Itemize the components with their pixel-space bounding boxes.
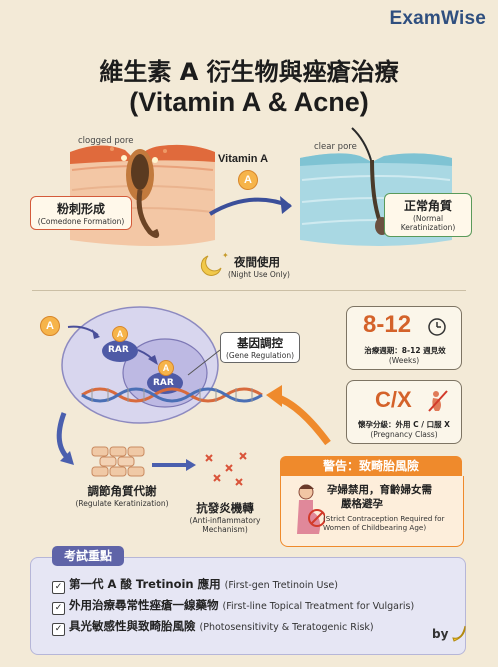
inflammation-x-marks [205, 452, 247, 486]
vitamin-a-bound: A [158, 360, 174, 376]
regulate-keratinization-title: 調節角質代謝 [87, 484, 157, 498]
moon-star-icon: ✦ [200, 251, 229, 276]
dna-helix [81, 387, 263, 403]
warning-box: 孕婦禁用，育齡婦女需 嚴格避孕 (Strict Contraception Re… [280, 476, 464, 547]
pregnancy-class-value: C/X [375, 387, 412, 412]
pregnancy-class-zh: 懷孕分級：外用 C / 口服 X [358, 420, 450, 429]
vitamin-a-molecule: A [40, 316, 60, 336]
exam-item-3-zh: 具光敏感性與致畸胎風險 [69, 619, 196, 633]
pregnancy-class-card: C/X 懷孕分級：外用 C / 口服 X (Pregnancy Class) [346, 380, 462, 444]
svg-text:✦: ✦ [222, 251, 229, 260]
exam-item-1-zh: 第一代 A 酸 Tretinoin 應用 [69, 577, 221, 591]
exam-item-2: ✓ 外用治療尋常性痤瘡一線藥物 (First-line Topical Treat… [52, 597, 414, 615]
page-title-zh: 維生素 A 衍生物與痤瘡治療 [99, 58, 399, 86]
duration-zh: 治療週期：8-12 週見效 [364, 346, 446, 355]
gene-regulation-en: (Gene Regulation) [225, 351, 295, 360]
pregnant-woman-icon [297, 484, 325, 534]
comedone-formation-box: 粉刺形成 (Comedone Formation) [30, 196, 132, 231]
exam-points-tag: 考試重點 [52, 546, 124, 566]
comedone-formation-en: (Comedone Formation) [37, 217, 125, 226]
clogged-pore-label: clogged pore [78, 136, 134, 146]
vitamin-a-badge: A [238, 170, 258, 190]
byline: by [432, 627, 449, 641]
clock-icon [428, 318, 446, 336]
warning-zh-line1: 孕婦禁用，育齡婦女需 [327, 484, 432, 496]
banana-icon [452, 625, 466, 642]
clear-pore-label: clear pore [314, 142, 357, 152]
section-divider [32, 290, 466, 291]
anti-inflammatory-title: 抗發炎機轉 [196, 501, 254, 515]
duration-value: 8-12 [363, 311, 412, 338]
rar-label: RAR [108, 345, 129, 355]
skin-illustration: ✦ [70, 127, 452, 276]
exam-item-3-en: (Photosensitivity & Teratogenic Risk) [199, 622, 374, 633]
exam-item-1-en: (First-gen Tretinoin Use) [224, 580, 338, 591]
gene-regulation-title: 基因調控 [237, 336, 283, 350]
normal-keratinization-box: 正常角質 (Normal Keratinization) [384, 193, 472, 237]
rar-label-bound: RAR [153, 378, 174, 388]
page-title-en: (Vitamin A & Acne) [129, 87, 369, 117]
warning-en: (Strict Contraception Required for Women… [323, 514, 445, 533]
normal-keratinization-title: 正常角質 [403, 199, 452, 213]
regulate-keratinization-en: (Regulate Keratinization) [75, 499, 169, 508]
rar-receptor [102, 340, 138, 362]
treatment-duration-card: 8-12 治療週期：8-12 週見效 (Weeks) [346, 306, 462, 370]
exam-item-2-en: (First-line Topical Treatment for Vulgar… [222, 601, 415, 612]
brand-logo: ExamWise [389, 8, 486, 29]
pregnancy-class-en: (Pregnancy Class) [370, 430, 438, 439]
gene-regulation-box: 基因調控 (Gene Regulation) [220, 332, 300, 363]
vitamin-a-molecule-small: A [112, 326, 128, 342]
anti-inflammatory-en: (Anti-inflammatory Mechanism) [189, 516, 261, 534]
exam-item-3: ✓ 具光敏感性與致畸胎風險 (Photosensitivity & Teratog… [52, 618, 374, 636]
regulate-keratinization: 調節角質代謝 (Regulate Keratinization) [72, 483, 172, 508]
exam-points-panel [30, 557, 466, 655]
exam-item-1: ✓ 第一代 A 酸 Tretinoin 應用 (First-gen Tretino… [52, 576, 338, 594]
duration-en: (Weeks) [388, 356, 420, 365]
warning-zh-line2: 嚴格避孕 [341, 498, 383, 510]
night-use-en: (Night Use Only) [228, 270, 290, 279]
keratin-cells [91, 446, 145, 477]
no-pregnancy-icon [428, 390, 448, 412]
warning-title: 警告：致畸胎風險 [280, 456, 462, 476]
check-icon: ✓ [52, 581, 65, 594]
comedone-formation-title: 粉刺形成 [56, 202, 105, 216]
check-icon: ✓ [52, 602, 65, 615]
anti-inflammatory: 抗發炎機轉 (Anti-inflammatory Mechanism) [176, 500, 274, 534]
vitamin-a-label: Vitamin A [218, 153, 269, 165]
check-icon: ✓ [52, 623, 65, 636]
normal-keratinization-en: (Normal Keratinization) [400, 214, 456, 233]
night-use-title: 夜間使用 [234, 255, 280, 269]
exam-item-2-zh: 外用治療尋常性痤瘡一線藥物 [69, 598, 219, 612]
